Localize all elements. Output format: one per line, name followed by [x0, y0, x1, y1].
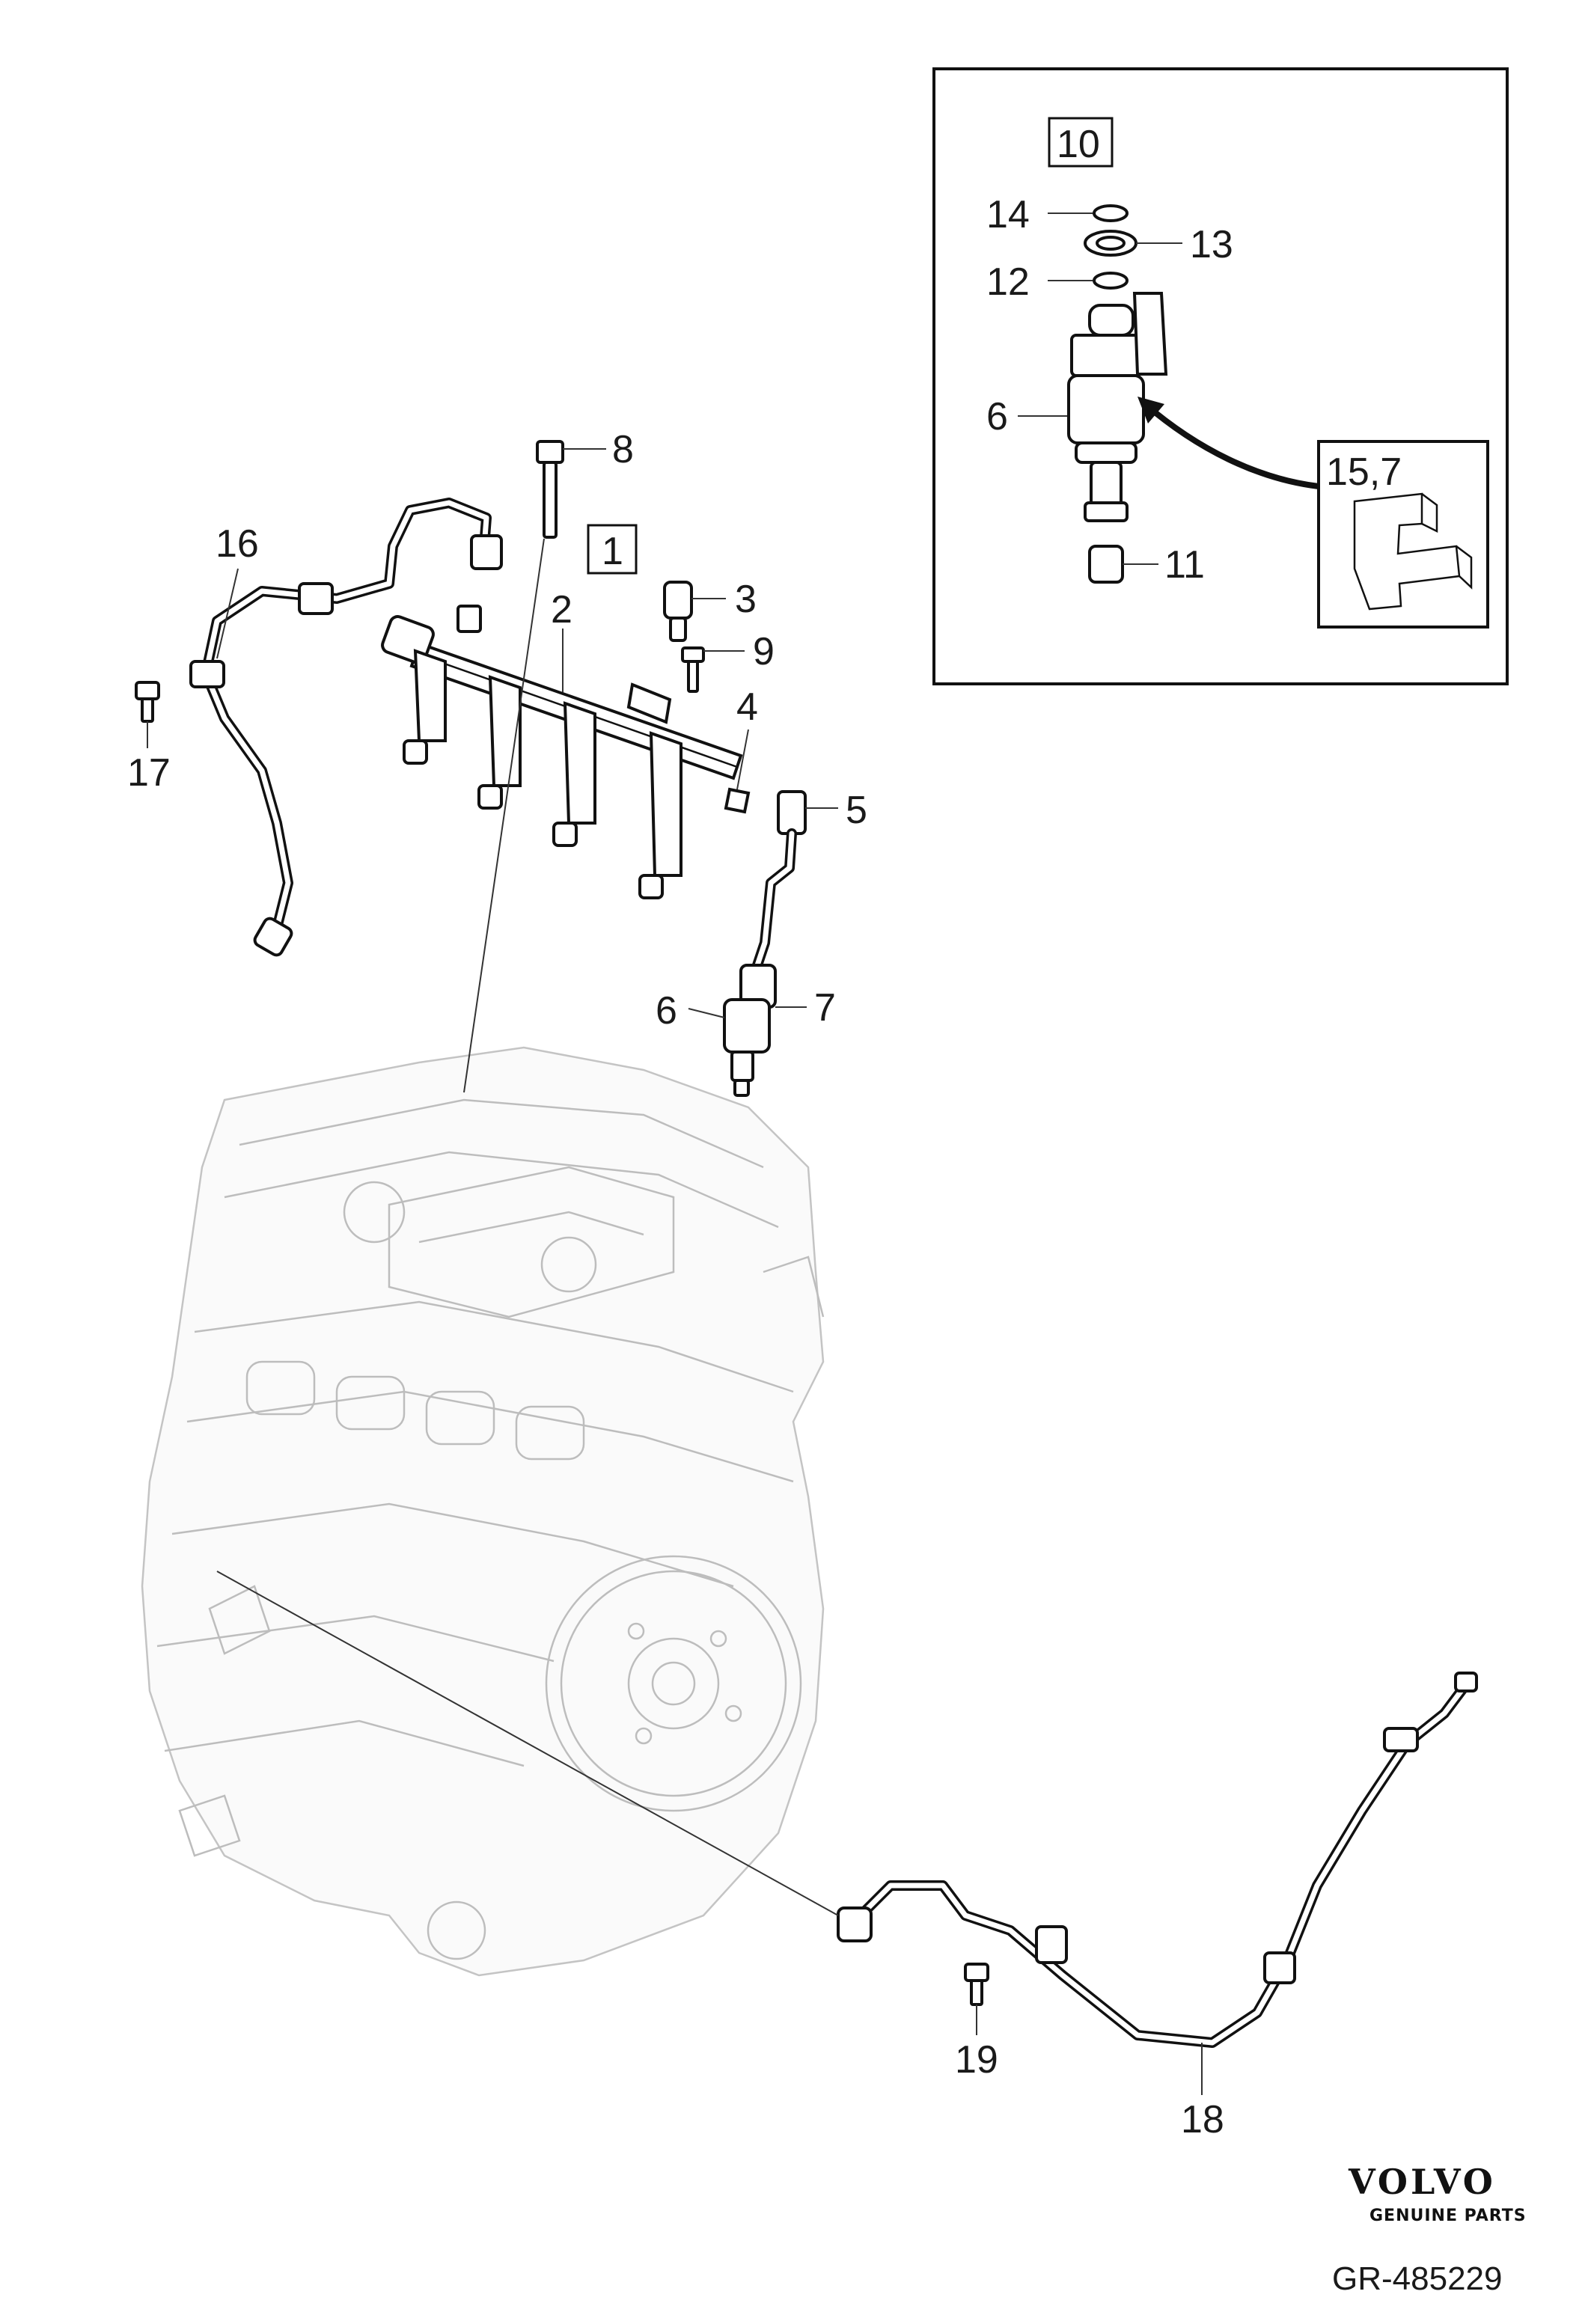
svg-text:9: 9 [753, 630, 775, 673]
leader-bolt-to-engine [463, 538, 545, 1093]
clip-detail-box [1317, 440, 1489, 629]
callout-19: 19 [955, 2005, 998, 2082]
fuel-line-18 [837, 1672, 1478, 2048]
volvo-logo: VOLVO [1348, 2162, 1496, 2202]
genuine-parts-label: GENUINE PARTS [1369, 2207, 1527, 2225]
callout-11: 11 [1123, 543, 1205, 587]
callout-9: 9 [703, 630, 775, 673]
bolt-8 [536, 440, 564, 539]
callout-4: 4 [736, 685, 758, 790]
detail-arrow [1143, 401, 1319, 489]
pressure-sensor [663, 581, 693, 642]
o-ring-14 [1093, 204, 1129, 222]
callout-8: 8 [563, 428, 634, 471]
svg-text:6: 6 [986, 395, 1008, 438]
injector-harness [723, 828, 797, 1097]
callout-3: 3 [691, 578, 757, 621]
callout-12: 12 [986, 260, 1093, 304]
seal-13 [1084, 230, 1137, 257]
svg-text:2: 2 [551, 588, 572, 632]
svg-text:13: 13 [1190, 223, 1233, 266]
svg-text:8: 8 [612, 428, 634, 471]
svg-text:18: 18 [1181, 2098, 1224, 2141]
leader-line18-to-engine [216, 1571, 839, 1916]
injector-port-1 [403, 649, 447, 765]
callout-10: 10 [1048, 117, 1114, 168]
bolt-17 [135, 681, 160, 723]
diagram-reference-number: GR-485229 [1332, 2260, 1502, 2297]
svg-text:6: 6 [656, 989, 677, 1033]
fuel-line-16 [189, 498, 503, 957]
callout-16: 16 [216, 522, 259, 659]
inset-detail-box: 10 14 13 12 [932, 67, 1509, 685]
svg-text:10: 10 [1057, 123, 1100, 166]
svg-text:17: 17 [127, 751, 171, 795]
svg-text:14: 14 [986, 193, 1030, 236]
callout-6-inset: 6 [986, 395, 1067, 438]
engine-block [141, 1046, 825, 1977]
svg-text:11: 11 [1164, 543, 1205, 587]
callout-5: 5 [805, 789, 867, 832]
injector-port-3 [552, 701, 596, 847]
callout-15-7: 15,7 [1326, 450, 1402, 494]
callout-1: 1 [587, 524, 638, 575]
svg-text:16: 16 [216, 522, 259, 566]
svg-text:3: 3 [735, 578, 757, 621]
callout-18: 18 [1181, 2043, 1224, 2141]
callout-13: 13 [1136, 223, 1233, 266]
svg-text:1: 1 [602, 530, 623, 573]
o-ring-12 [1093, 272, 1129, 290]
callout-7: 7 [775, 986, 836, 1030]
callout-6-main: 6 [656, 989, 725, 1033]
svg-text:7: 7 [814, 986, 836, 1030]
callout-2: 2 [551, 588, 572, 692]
svg-text:5: 5 [846, 789, 867, 832]
clip-4 [724, 787, 751, 814]
callout-17: 17 [127, 721, 171, 795]
detail-arrow-head [1137, 397, 1164, 423]
sleeve-11 [1088, 545, 1124, 584]
bolt-9 [681, 646, 705, 693]
bolt-19 [964, 1963, 989, 2006]
connector-5 [777, 790, 807, 835]
svg-text:12: 12 [986, 260, 1030, 304]
svg-text:4: 4 [736, 685, 758, 729]
fuel-rail [381, 615, 743, 899]
callout-14: 14 [986, 193, 1093, 236]
injector-port-4 [638, 731, 682, 899]
svg-text:19: 19 [955, 2038, 998, 2082]
